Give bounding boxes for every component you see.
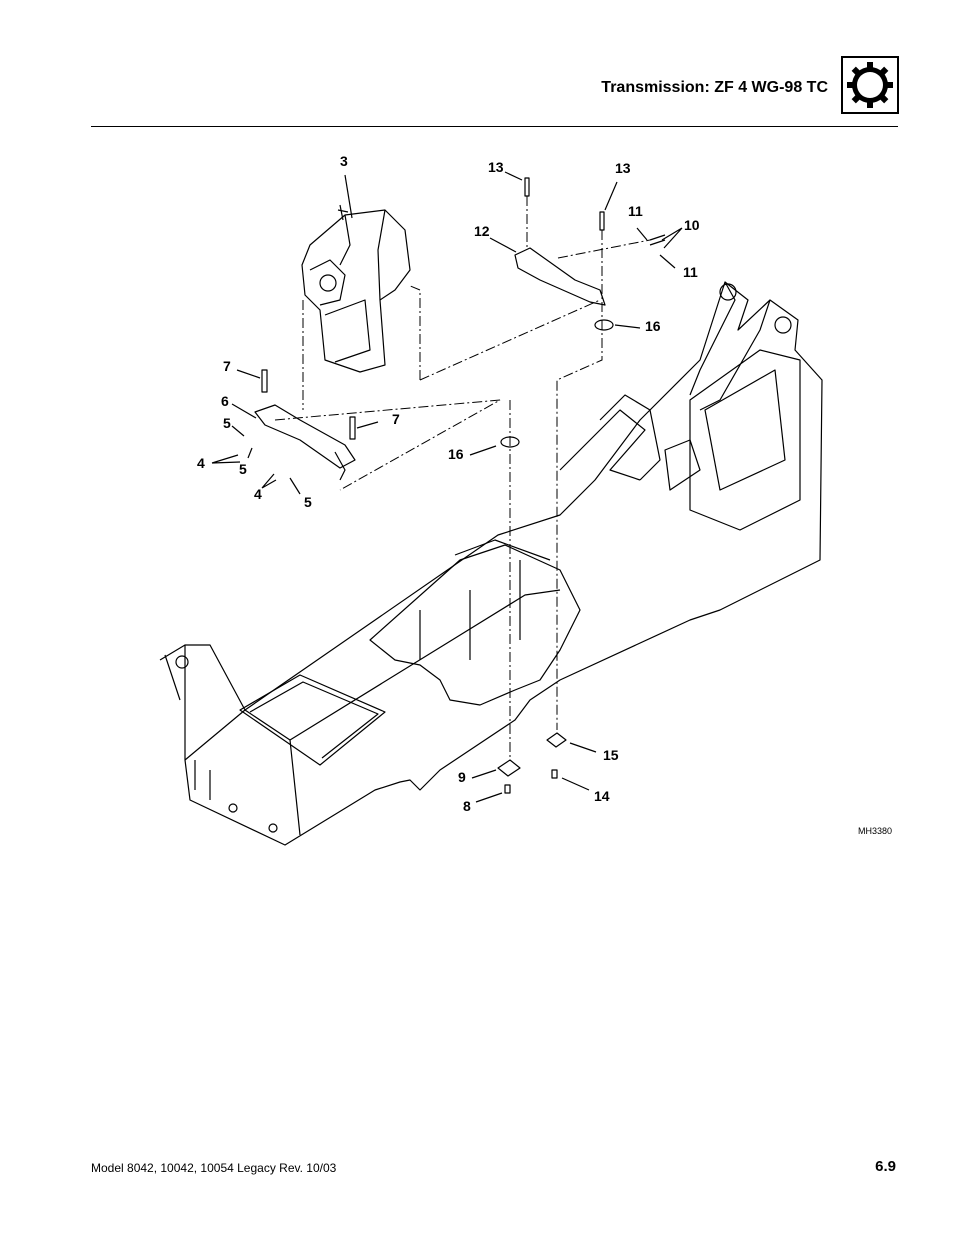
callout-label: 7 [392, 411, 400, 427]
callout-label: 16 [448, 446, 464, 462]
callout-label: 4 [197, 455, 205, 471]
page-number: 6.9 [875, 1158, 896, 1175]
transmission-assembly [301, 204, 411, 373]
callout-label: 6 [221, 393, 229, 409]
callout-label: 9 [458, 769, 466, 785]
callout-label: 10 [684, 217, 700, 233]
callout-label: 4 [254, 486, 262, 502]
footer-model-info: Model 8042, 10042, 10054 Legacy Rev. 10/… [91, 1161, 337, 1175]
callout-label: 13 [615, 160, 631, 176]
upper-mount-bracket [497, 177, 666, 794]
header-divider [91, 126, 898, 127]
figure-id: MH3380 [858, 826, 893, 836]
mounting-bracket [254, 369, 356, 481]
gear-icon [841, 56, 899, 114]
callout-label: 11 [628, 203, 643, 219]
callout-label: 16 [645, 318, 661, 334]
callout-label: 5 [304, 494, 312, 510]
chassis-frame [159, 281, 823, 846]
callout-label: 7 [223, 358, 231, 374]
callout-label: 13 [488, 159, 504, 175]
page-title: Transmission: ZF 4 WG-98 TC [601, 79, 828, 96]
callout-label: 3 [340, 153, 348, 169]
callout-label: 11 [683, 264, 698, 280]
callout-label: 5 [223, 415, 231, 431]
callout-label: 8 [463, 798, 471, 814]
callout-label: 14 [594, 788, 610, 804]
callout-label: 5 [239, 461, 247, 477]
callout-label: 12 [474, 223, 490, 239]
callout-label: 15 [603, 747, 619, 763]
